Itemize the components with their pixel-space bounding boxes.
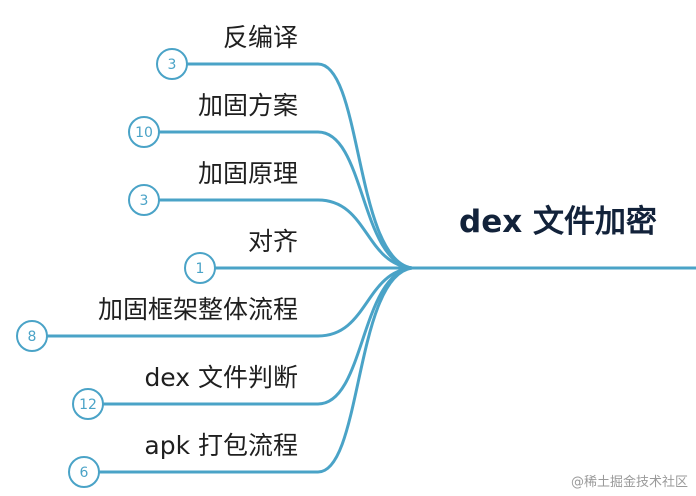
count-number: 3 (140, 193, 149, 209)
branch-node[interactable]: 反编译 3 (156, 23, 414, 270)
branch-connector (316, 130, 414, 270)
count-number: 6 (80, 465, 89, 481)
root-node[interactable]: dex 文件加密 (412, 204, 696, 270)
count-badge[interactable]: 12 (72, 388, 104, 420)
count-number: 10 (135, 125, 153, 141)
branch-connector (316, 198, 414, 270)
branch-node[interactable]: dex 文件判断 12 (72, 266, 414, 420)
count-badge[interactable]: 10 (128, 116, 160, 148)
branch-connector (316, 266, 414, 338)
count-circle (128, 116, 160, 148)
branch-connector (316, 266, 414, 406)
count-circle (72, 388, 104, 420)
count-number: 8 (28, 329, 37, 345)
watermark: @稀土掘金技术社区 (570, 475, 688, 490)
branch-node[interactable]: apk 打包流程 6 (68, 266, 414, 488)
count-circle (184, 252, 216, 284)
count-badge[interactable]: 6 (68, 456, 100, 488)
branch-label: dex 文件判断 (144, 363, 298, 392)
count-badge[interactable]: 8 (16, 320, 48, 352)
branch-label: apk 打包流程 (144, 431, 298, 460)
count-circle (68, 456, 100, 488)
count-number: 1 (196, 261, 205, 277)
count-circle (16, 320, 48, 352)
count-badge[interactable]: 1 (184, 252, 216, 284)
branch-connector (316, 266, 414, 474)
count-badge[interactable]: 3 (128, 184, 160, 216)
branch-node[interactable]: 加固框架整体流程 8 (16, 266, 414, 352)
branch-label: 对齐 (248, 227, 298, 256)
branch-label: 加固方案 (198, 91, 298, 120)
count-badge[interactable]: 3 (156, 48, 188, 80)
branch-node[interactable]: 加固方案 10 (128, 91, 414, 270)
branch-label: 加固框架整体流程 (98, 295, 298, 324)
root-label: dex 文件加密 (459, 204, 657, 240)
branch-label: 加固原理 (198, 159, 298, 188)
count-circle (156, 48, 188, 80)
branch-label: 反编译 (223, 23, 298, 52)
branch-node[interactable]: 加固原理 3 (128, 159, 414, 270)
count-number: 3 (168, 57, 177, 73)
branch-node[interactable]: 对齐 1 (184, 227, 412, 284)
branch-connector (316, 62, 414, 270)
count-circle (128, 184, 160, 216)
count-number: 12 (79, 397, 97, 413)
